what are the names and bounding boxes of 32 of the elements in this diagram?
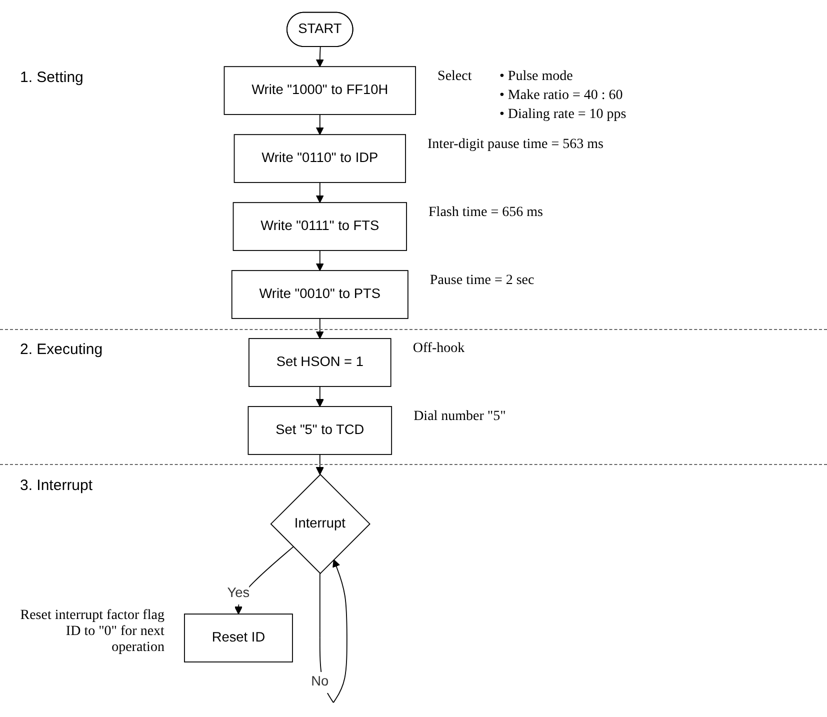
arrow [316,454,324,475]
node-box: Set HSON = 1 [248,338,392,387]
arrow [234,546,294,614]
node-box: Write "0010" to PTS [231,270,408,319]
node-diamond: Interrupt [270,474,370,574]
bullet-item: • Pulse mode [500,68,573,85]
annotation-text: Flash time = 656 ms [428,204,544,221]
arrow [316,250,324,271]
arrow [319,559,348,704]
arrow [316,114,324,135]
annotation-text: Pause time = 2 sec [430,272,536,289]
node-box: Write "0110" to IDP [234,134,406,183]
annotation-text: Select [438,68,472,85]
section-label: 1. Setting [20,68,84,86]
edge-label: Yes [227,585,250,601]
bullet-item: • Make ratio = 40 : 60 [500,88,623,104]
arrow [316,46,324,67]
section-label: 2. Executing [20,340,103,358]
edge-label: No [311,674,329,690]
arrow [316,386,324,407]
node-box: Set "5" to TCD [248,406,392,455]
annotation-text: Dial number "5" [414,408,507,425]
node-box: Write "1000" to FF10H [224,66,416,115]
arrow [316,182,324,203]
annotation-text: Reset interrupt factor flag ID to "0" for next operation [19,608,164,656]
node-box: Write "0111" to FTS [232,202,407,251]
annotation-text: Off-hook [412,340,466,357]
arrow [316,318,324,339]
annotation-text: Inter-digit pause time = 563 ms [428,136,604,153]
bullet-item: • Dialing rate = 10 pps [500,106,626,123]
node-box: Reset ID [184,614,293,662]
section-label: 3. Interrupt [20,476,93,494]
